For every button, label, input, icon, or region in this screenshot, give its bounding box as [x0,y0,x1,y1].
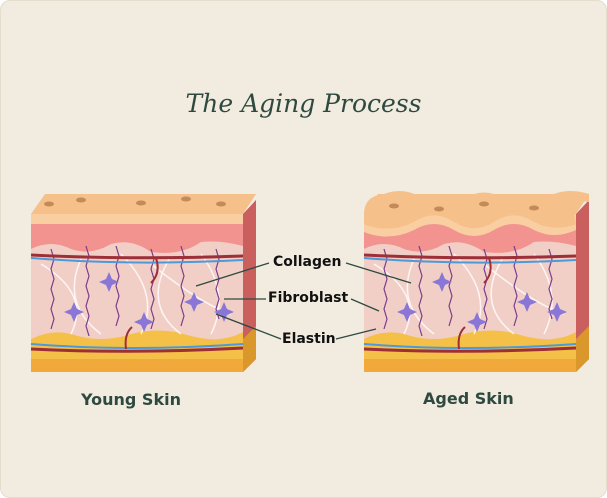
aged-skin-block [362,190,591,374]
diagram-title: The Aging Process [185,89,422,118]
fibroblast-label: Fibroblast [268,290,349,306]
young-skin-caption: Young Skin [81,390,181,409]
elastin-label: Elastin [282,331,336,347]
leader-lines [195,262,412,340]
collagen-label: Collagen [273,254,342,270]
aged-skin-caption: Aged Skin [423,389,514,408]
young-skin-block [29,192,258,374]
